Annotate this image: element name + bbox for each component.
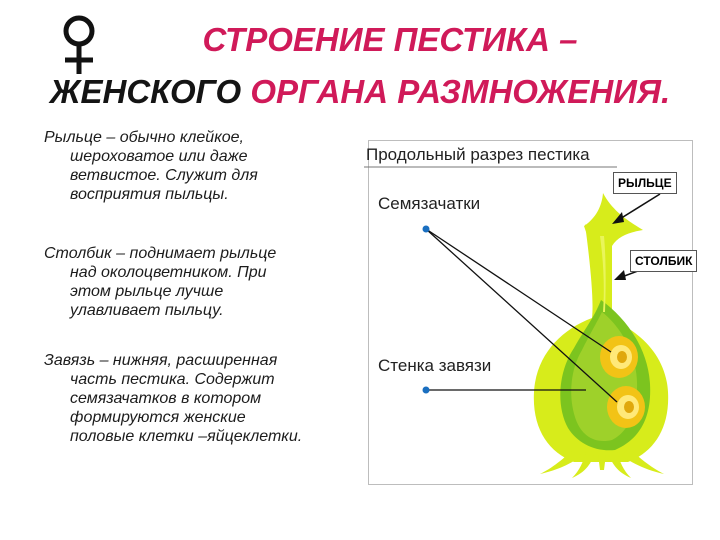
diagram-header: Продольный разрез пестика: [366, 145, 590, 165]
ovule-pointer-dot: [423, 226, 430, 233]
ovule-upper: [600, 336, 638, 378]
perianth-leaf: [598, 454, 606, 470]
style-callout: СТОЛБИК: [630, 250, 697, 272]
ovary-wall-pointer-dot: [423, 387, 430, 394]
ovules-label: Семязачатки: [378, 194, 480, 214]
ovary-wall-label: Стенка завязи: [378, 356, 491, 376]
stigma-callout: РЫЛЬЦЕ: [613, 172, 677, 194]
ovule-lower: [607, 386, 645, 428]
